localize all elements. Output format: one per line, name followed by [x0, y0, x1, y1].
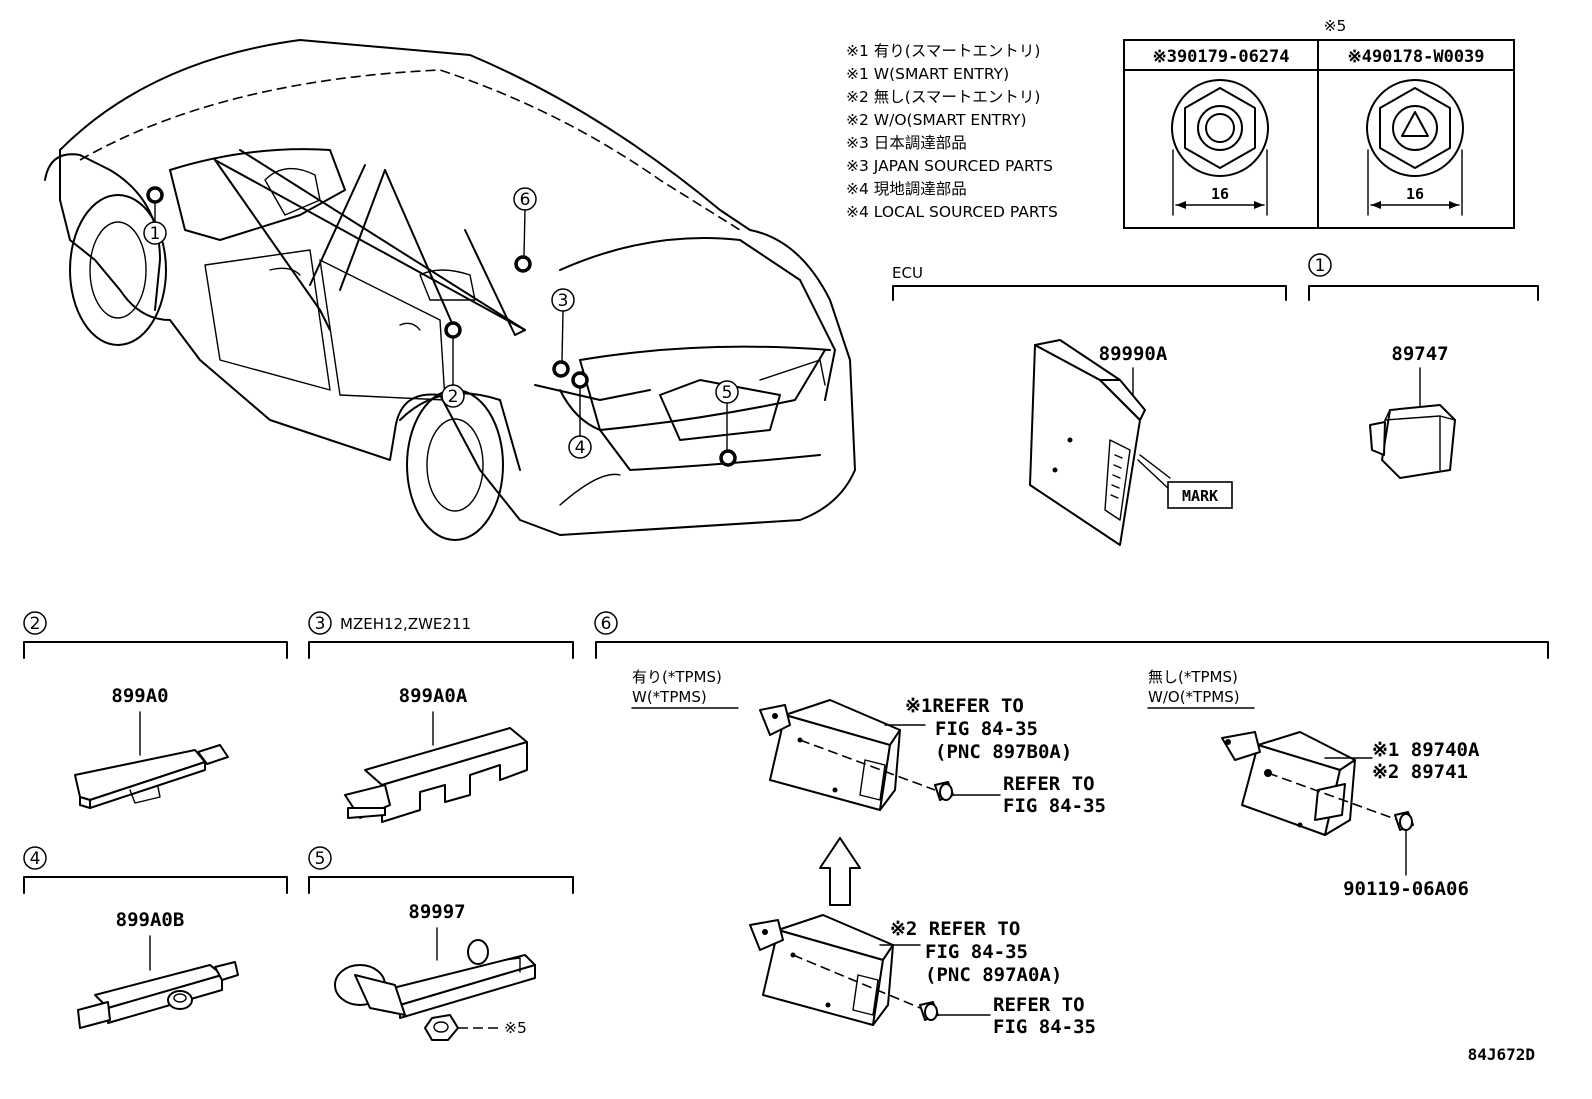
ecu-group: ECU 89990A MARK	[892, 264, 1287, 546]
up-arrow-icon	[819, 837, 861, 906]
g6-ref1-line2: FIG 84-35	[935, 718, 1038, 740]
g5-part-number: 89997	[408, 901, 465, 923]
legend-line-5: ※3 日本調達部品	[846, 134, 967, 152]
g2-part-number: 899A0	[111, 685, 168, 707]
location-dot-1	[146, 186, 164, 204]
g6-ref2-line2: FIG 84-35	[925, 941, 1028, 963]
module-without-tpms	[1221, 731, 1399, 836]
legend-line-6: ※3 JAPAN SOURCED PARTS	[846, 157, 1053, 175]
g3-part-number: 899A0A	[399, 685, 468, 707]
car-callouts: 1 2 3 4 5 6	[143, 186, 739, 467]
module-lower	[749, 914, 926, 1026]
g5-nut-ref: ※5	[504, 1019, 527, 1037]
group-2: 2 899A0	[23, 611, 288, 809]
callout-4: 4	[575, 438, 586, 458]
legend: ※1 有り(スマートエントリ) ※1 W(SMART ENTRY) ※2 無し(…	[846, 42, 1058, 221]
nut-table: ※5 ※390179-06274 ※490178-W0039 16	[1123, 17, 1515, 229]
group-3-number: 3	[315, 614, 326, 634]
nut1-dimension: 16	[1211, 185, 1229, 203]
legend-line-8: ※4 LOCAL SOURCED PARTS	[846, 203, 1058, 221]
nut-table-title: ※5	[1324, 17, 1347, 35]
location-dot-5	[719, 449, 737, 467]
ecu-header: ECU	[892, 264, 923, 282]
ecu-mark-label: MARK	[1182, 487, 1218, 505]
g6-ref1-line3: (PNC 897B0A)	[935, 741, 1072, 763]
g6-ref2-line1: ※2 REFER TO	[890, 918, 1020, 940]
g6-bolt1-ref-line1: REFER TO	[1003, 773, 1095, 795]
g4-part-number: 899A0B	[116, 909, 185, 931]
diagram-code: 84J672D	[1468, 1045, 1535, 1064]
group-5-number: 5	[315, 849, 326, 869]
g6-ref2-line3: (PNC 897A0A)	[925, 964, 1062, 986]
group-1: 1 89747	[1308, 253, 1539, 479]
legend-line-3: ※2 無し(スマートエントリ)	[846, 88, 1040, 106]
group-4-number: 4	[30, 849, 41, 869]
nut-col2-header: ※490178-W0039	[1347, 47, 1484, 67]
location-dot-6	[514, 255, 532, 273]
g6-part-89741: ※2 89741	[1372, 761, 1468, 783]
g6-without-tpms-jp: 無し(*TPMS)	[1148, 668, 1238, 686]
group-4: 4 899A0B	[23, 846, 288, 1029]
module-with-tpms	[759, 699, 936, 811]
g6-bolt1-ref-line2: FIG 84-35	[1003, 795, 1106, 817]
g6-with-tpms-en: W(*TPMS)	[632, 688, 707, 706]
ecu-part-number: 89990A	[1099, 343, 1168, 365]
g6-without-tpms-en: W/O(*TPMS)	[1148, 688, 1240, 706]
location-dot-4	[571, 371, 589, 389]
location-dot-2	[444, 321, 462, 339]
g6-with-tpms-jp: 有り(*TPMS)	[632, 668, 722, 686]
group-6: 6 有り(*TPMS) W(*TPMS) 無し(*TPMS) W/O(*TPMS…	[594, 611, 1549, 1038]
group-5: 5 89997 ※5	[308, 846, 574, 1041]
legend-line-4: ※2 W/O(SMART ENTRY)	[846, 111, 1027, 129]
g6-ref1-line1: ※1REFER TO	[905, 695, 1024, 717]
legend-line-2: ※1 W(SMART ENTRY)	[846, 65, 1009, 83]
g6-bolt2-ref-line2: FIG 84-35	[993, 1016, 1096, 1038]
callout-1: 1	[150, 224, 161, 244]
g1-part-number: 89747	[1391, 343, 1448, 365]
group-2-number: 2	[30, 614, 41, 634]
group-3-title: MZEH12,ZWE211	[340, 615, 471, 633]
vehicle-illustration	[44, 39, 856, 541]
callout-2: 2	[448, 387, 459, 407]
g6-part-89740A: ※1 89740A	[1372, 739, 1480, 761]
location-dot-3	[552, 360, 570, 378]
callout-6: 6	[520, 190, 531, 210]
callout-3: 3	[558, 291, 569, 311]
nut-90178-W0039: 16	[1366, 79, 1464, 216]
legend-line-7: ※4 現地調達部品	[846, 180, 967, 198]
callout-5: 5	[722, 383, 733, 403]
nut2-dimension: 16	[1406, 185, 1424, 203]
legend-line-1: ※1 有り(スマートエントリ)	[846, 42, 1040, 60]
g6-bolt2-ref-line1: REFER TO	[993, 994, 1085, 1016]
g6-bolt-part-number: 90119-06A06	[1343, 878, 1469, 900]
group-6-number: 6	[601, 614, 612, 634]
nut-col1-header: ※390179-06274	[1152, 47, 1289, 67]
group-1-number: 1	[1315, 256, 1326, 276]
nut-90179-06274: 16	[1171, 79, 1269, 216]
group-3: 3 MZEH12,ZWE211 899A0A	[308, 611, 574, 823]
